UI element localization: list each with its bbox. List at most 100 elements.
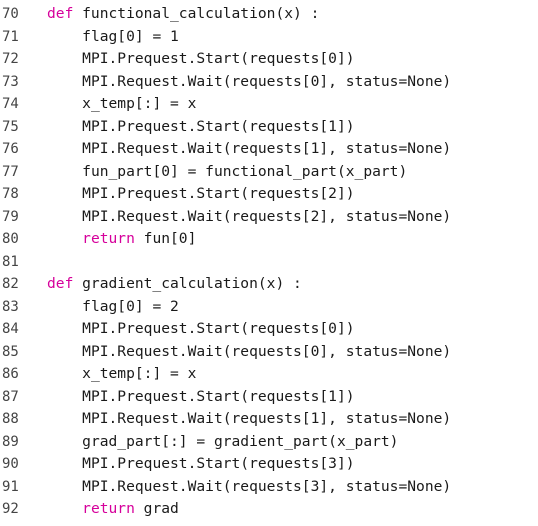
code-text: MPI.Request.Wait(requests[1], status=Non… (82, 140, 452, 157)
code-line: 72 MPI.Prequest.Start(requests[0]) (0, 48, 538, 71)
line-number: 80 (2, 231, 19, 247)
line-number: 89 (2, 433, 19, 450)
code-text: MPI.Request.Wait(requests[1], status=Non… (82, 410, 452, 427)
line-code: MPI.Request.Wait(requests[1], status=Non… (32, 138, 451, 161)
line-code: flag[0] = 2 (32, 296, 179, 319)
line-code: x_temp[:] = x (32, 93, 196, 116)
code-line: 82 def gradient_calculation(x) : (0, 273, 538, 296)
code-line: 76 MPI.Request.Wait(requests[1], status=… (0, 138, 538, 161)
code-text: MPI.Prequest.Start(requests[3]) (82, 455, 355, 472)
line-number: 73 (2, 73, 19, 90)
indent (47, 208, 82, 225)
line-code: def functional_calculation(x) : (32, 3, 319, 26)
code-line: 74 x_temp[:] = x (0, 93, 538, 116)
indent (47, 298, 82, 315)
line-number: 85 (2, 343, 19, 360)
line-number: 87 (2, 388, 19, 405)
line-code: flag[0] = 1 (32, 26, 179, 49)
line-number: 88 (2, 411, 19, 427)
indent (47, 118, 82, 135)
indent (47, 185, 82, 202)
code-line: 91 MPI.Request.Wait(requests[3], status=… (0, 476, 538, 499)
line-code: grad_part[:] = gradient_part(x_part) (32, 431, 398, 454)
line-code: MPI.Request.Wait(requests[1], status=Non… (32, 408, 451, 431)
line-number: 84 (2, 321, 19, 337)
indent (47, 433, 82, 450)
code-line: 75 MPI.Prequest.Start(requests[1]) (0, 116, 538, 139)
indent (47, 95, 82, 112)
line-number: 81 (2, 253, 19, 270)
code-text: MPI.Request.Wait(requests[0], status=Non… (82, 342, 452, 360)
line-code: return fun[0] (32, 228, 196, 251)
indent (47, 140, 82, 157)
keyword: def (47, 275, 74, 292)
code-line: 78 MPI.Prequest.Start(requests[2]) (0, 183, 538, 206)
code-text: x_temp[:] = x (82, 365, 197, 382)
line-code: MPI.Request.Wait(requests[2], status=Non… (32, 206, 451, 229)
code-line: 88 MPI.Request.Wait(requests[1], status=… (0, 408, 538, 431)
indent (47, 50, 82, 67)
code-line: 77 fun_part[0] = functional_part(x_part) (0, 161, 538, 184)
code-text: MPI.Prequest.Start(requests[1]) (82, 387, 355, 405)
line-code: MPI.Request.Wait(requests[3], status=Non… (32, 476, 451, 499)
code-line: 92 return grad (0, 498, 538, 521)
line-number: 90 (2, 456, 19, 472)
code-text: grad (134, 500, 179, 517)
code-line: 85 MPI.Request.Wait(requests[0], status=… (0, 341, 538, 364)
line-code: MPI.Prequest.Start(requests[3]) (32, 453, 355, 476)
code-text: gradient_calculation(x) : (73, 275, 302, 292)
line-code: def gradient_calculation(x) : (32, 273, 302, 296)
indent (47, 455, 82, 472)
code-text: functional_calculation(x) : (73, 5, 320, 22)
line-number: 92 (2, 501, 19, 517)
line-number: 91 (2, 478, 19, 495)
code-text: x_temp[:] = x (82, 95, 197, 112)
line-number: 72 (2, 51, 19, 67)
line-number: 79 (2, 208, 19, 225)
indent (47, 320, 82, 337)
code-line: 89 grad_part[:] = gradient_part(x_part) (0, 431, 538, 454)
line-number: 70 (2, 6, 19, 22)
keyword: return (82, 230, 135, 247)
line-code: x_temp[:] = x (32, 363, 196, 386)
code-line: 70 def functional_calculation(x) : (0, 3, 538, 26)
line-number: 82 (2, 276, 19, 292)
code-listing: 70 def functional_calculation(x) : 71 fla… (0, 3, 538, 521)
indent (47, 365, 82, 382)
line-number: 86 (2, 366, 19, 382)
indent (47, 230, 82, 247)
line-code: MPI.Prequest.Start(requests[1]) (32, 116, 355, 139)
line-number: 83 (2, 298, 19, 315)
line-code: MPI.Prequest.Start(requests[0]) (32, 318, 355, 341)
line-code: MPI.Request.Wait(requests[0], status=Non… (32, 71, 451, 94)
code-line: 86 x_temp[:] = x (0, 363, 538, 386)
code-line: 83 flag[0] = 2 (0, 296, 538, 319)
code-line: 81 (0, 251, 538, 274)
keyword: return (82, 500, 135, 517)
code-text: MPI.Request.Wait(requests[2], status=Non… (82, 207, 452, 225)
code-line: 84 MPI.Prequest.Start(requests[0]) (0, 318, 538, 341)
code-line: 71 flag[0] = 1 (0, 26, 538, 49)
code-text: MPI.Prequest.Start(requests[0]) (82, 50, 355, 67)
line-code: MPI.Prequest.Start(requests[0]) (32, 48, 355, 71)
line-code: return grad (32, 498, 179, 521)
code-text: MPI.Prequest.Start(requests[1]) (82, 117, 355, 135)
line-number: 78 (2, 186, 19, 202)
code-text: MPI.Prequest.Start(requests[0]) (82, 320, 355, 337)
line-number: 77 (2, 163, 19, 180)
line-number: 75 (2, 118, 19, 135)
indent (47, 388, 82, 405)
indent (47, 478, 82, 495)
code-line: 73 MPI.Request.Wait(requests[0], status=… (0, 71, 538, 94)
code-text: flag[0] = 2 (82, 297, 179, 315)
line-code: MPI.Prequest.Start(requests[1]) (32, 386, 355, 409)
line-number: 76 (2, 141, 19, 157)
indent (47, 410, 82, 427)
code-line: 79 MPI.Request.Wait(requests[2], status=… (0, 206, 538, 229)
line-code: MPI.Prequest.Start(requests[2]) (32, 183, 355, 206)
indent (47, 343, 82, 360)
code-text: MPI.Prequest.Start(requests[2]) (82, 185, 355, 202)
code-text: fun[0] (134, 230, 197, 247)
code-line: 90 MPI.Prequest.Start(requests[3]) (0, 453, 538, 476)
code-text: MPI.Request.Wait(requests[3], status=Non… (82, 477, 452, 495)
